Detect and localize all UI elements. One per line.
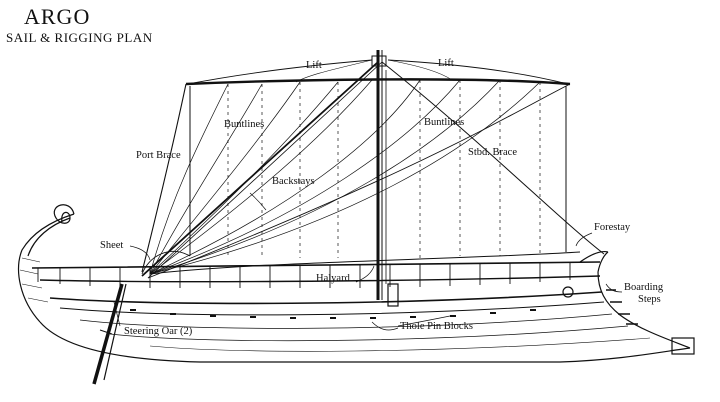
rigging-lines <box>141 59 605 284</box>
label-forestay: Forestay <box>594 222 631 233</box>
label-buntlines-left: Buntlines <box>224 119 265 130</box>
label-sheet: Sheet <box>100 240 124 251</box>
hull <box>17 204 695 363</box>
yard <box>185 78 571 86</box>
buntlines <box>149 79 541 275</box>
sail <box>149 80 581 275</box>
diagram-title: ARGO <box>24 4 91 29</box>
label-thole-pin-blocks: Thole Pin Blocks <box>400 321 473 332</box>
steering-oars <box>92 283 127 385</box>
label-steering-oar: Steering Oar (2) <box>124 326 193 337</box>
label-halyard: Halyard <box>316 273 350 284</box>
leader-lines <box>113 192 623 331</box>
label-boarding: Boarding <box>624 282 664 293</box>
label-lift-right: Lift <box>438 58 454 69</box>
label-backstays: Backstays <box>272 176 315 187</box>
mast <box>371 50 399 307</box>
label-steps: Steps <box>638 294 661 305</box>
diagram-subtitle: SAIL & RIGGING PLAN <box>6 30 153 45</box>
label-port-brace: Port Brace <box>136 150 181 161</box>
label-lift-left: Lift <box>306 60 322 71</box>
label-stbd-brace: Stbd. Brace <box>468 147 517 158</box>
label-buntlines-right: Buntlines <box>424 117 465 128</box>
